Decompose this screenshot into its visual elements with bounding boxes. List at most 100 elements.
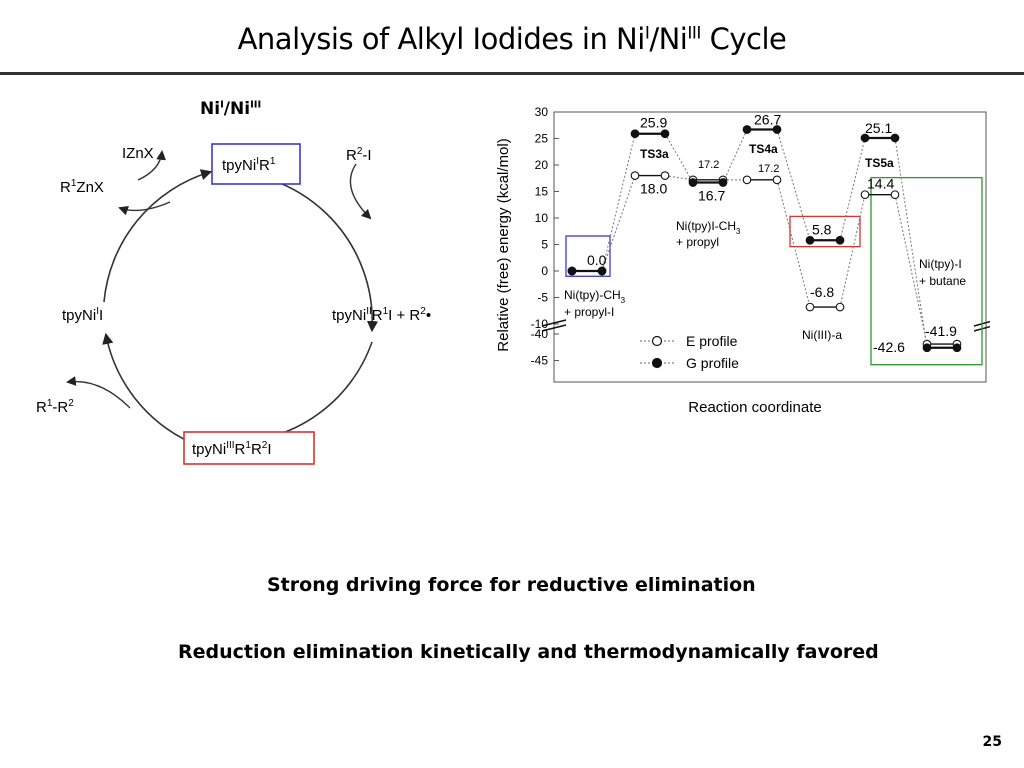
g-profile-point (567, 266, 577, 276)
r1znx-in-arrow (118, 201, 171, 216)
g-profile-point (860, 133, 870, 143)
value-label: 17.2 (758, 163, 779, 175)
product-highlight-box (870, 176, 983, 366)
value-label: -42.6 (873, 339, 905, 355)
e-profile-connector (839, 194, 866, 308)
y-tick-label: 5 (541, 238, 548, 252)
value-label: 18.0 (640, 181, 667, 197)
annotation-ni-tpy-ch3: Ni(tpy)-CH3+ propyl-I (564, 288, 626, 319)
r1r2-label: R1-R2 (36, 398, 74, 416)
g-profile-point (890, 133, 900, 143)
e-profile-point (805, 302, 815, 312)
y-tick-label: -10 (531, 317, 549, 331)
top-complex-label: tpyNiIR1 (222, 156, 276, 174)
value-label: 14.4 (867, 176, 894, 192)
g-profile-point (630, 129, 640, 139)
e-profile-point (890, 190, 900, 200)
y-axis-break-mark (541, 319, 567, 327)
g-profile-connector (722, 129, 748, 183)
izncx-out-arrow (137, 150, 166, 181)
stage-label-ts5a: TS5a (865, 156, 894, 170)
annotation-ni-tpy-i-ch3: Ni(tpy)I-CH3+ propyl (676, 219, 741, 249)
x-axis-label: Reaction coordinate (688, 399, 821, 416)
value-label: 5.8 (812, 221, 832, 237)
value-label: 0.0 (587, 252, 607, 268)
start-highlight-box (565, 235, 611, 277)
cycle-arc-left (103, 169, 213, 303)
g-profile-point (835, 235, 845, 245)
e-profile-connector (601, 175, 636, 272)
izncx-label: IZnX (122, 145, 154, 162)
y-tick-label: 25 (535, 132, 549, 146)
legend-g-label: G profile (686, 355, 739, 371)
value-label: 17.2 (698, 159, 719, 171)
value-label: -6.8 (810, 284, 834, 300)
y-axis-break-mark (541, 324, 567, 332)
right-axis-break-mark (973, 325, 990, 332)
e-profile-connector (664, 175, 694, 181)
value-label: 26.7 (754, 111, 781, 127)
cycle-arc-bottom-left (102, 332, 191, 443)
cycle-heading: NiI/NiIII (200, 99, 262, 119)
right-axis-break-mark (973, 320, 990, 327)
value-label: 25.1 (865, 120, 892, 136)
slide-title: Analysis of Alkyl Iodides in NiI/NiIII C… (237, 22, 787, 56)
e-profile-point (630, 171, 640, 180)
y-tick-label: -40 (531, 327, 549, 341)
chart-legend: E profile G profile (640, 333, 739, 371)
kinetic-thermo-statement: Reduction elimination kinetically and th… (178, 641, 879, 663)
left-complex-label: tpyNiII (62, 306, 103, 324)
right-complex-label: tpyNiIIR1I + R2• (332, 306, 431, 324)
g-profile-point (922, 343, 932, 353)
legend-g-marker (651, 357, 663, 369)
g-profile-point (660, 129, 670, 139)
g-profile-connector (839, 137, 866, 241)
y-tick-label: 30 (535, 105, 549, 119)
g-profile-point (742, 125, 752, 134)
y-tick-label: -5 (537, 291, 548, 305)
top-complex-box (211, 143, 301, 185)
y-axis-label: Relative (free) energy (kcal/mol) (495, 138, 512, 351)
e-profile-connector (894, 194, 928, 345)
e-profile-point (660, 171, 670, 180)
g-profile-point (772, 125, 782, 134)
g-profile-point (952, 343, 962, 353)
r2i-label: R2-I (346, 146, 372, 164)
title-divider (0, 72, 1024, 75)
e-profile-point (772, 175, 782, 185)
stage-label-ts4a: TS4a (749, 142, 778, 156)
r2i-in-arrow (349, 163, 372, 220)
bottom-complex-label: tpyNiIIIR1R2I (192, 440, 272, 458)
r1znx-label: R1ZnX (60, 178, 104, 196)
annotation-ni-tpy-i: Ni(tpy)-I+ butane (919, 257, 966, 288)
e-profile-point (835, 302, 845, 312)
value-label: 16.7 (698, 187, 725, 203)
value-label: 25.9 (640, 115, 667, 131)
y-tick-label: 0 (541, 264, 548, 278)
y-tick-label: 10 (535, 211, 549, 225)
g-profile-point (718, 178, 728, 187)
g-profile-point (688, 178, 698, 187)
cycle-arc-bottom-right (217, 341, 373, 449)
y-tick-label: -45 (531, 354, 549, 368)
g-profile-connector (601, 133, 636, 272)
page-number: 25 (982, 734, 1002, 750)
g-profile-connector (776, 129, 811, 241)
g-profile-connector (664, 133, 694, 183)
value-label: -41.9 (925, 323, 957, 339)
e-profile-point (742, 175, 752, 185)
legend-e-label: E profile (686, 333, 738, 349)
legend-e-marker (651, 335, 663, 347)
y-tick-label: 15 (535, 185, 549, 199)
annotation-ni-iii-a: Ni(III)-a (802, 328, 842, 342)
g-profile-point (805, 235, 815, 245)
g-profile-point (597, 266, 607, 276)
e-profile-point (860, 190, 870, 200)
e-profile-connector (776, 179, 811, 308)
stage-label-ts3a: TS3a (640, 147, 669, 161)
plot-frame (553, 111, 987, 383)
r1r2-out-arrow (66, 376, 131, 409)
bottom-complex-box (183, 431, 315, 465)
catalytic-cycle-diagram: tpyNiIR1 tpyNiIIR1I + R2• tpyNiIIIR1R2I … (36, 143, 431, 465)
